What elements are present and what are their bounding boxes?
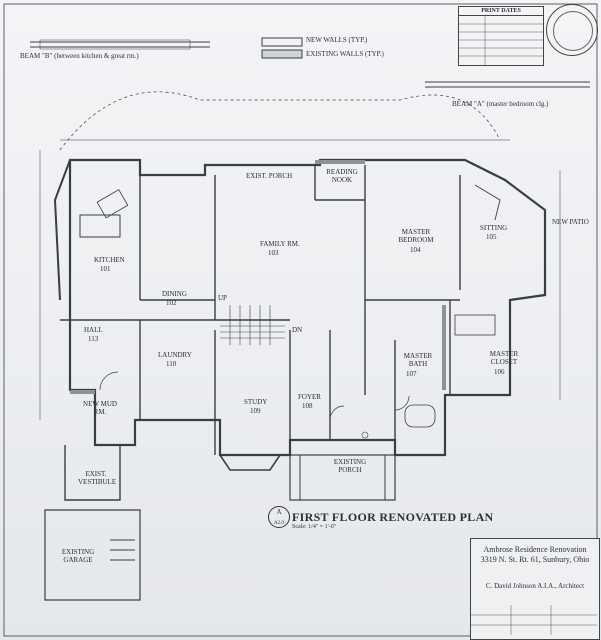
room-kitchen-number: 101 [100, 265, 111, 273]
room-dining-number: 102 [166, 299, 177, 307]
architect-seal [546, 4, 598, 56]
beam-a-label: BEAM "A" (master bedroom clg.) [452, 100, 549, 108]
room-family-rm: FAMILY RM. [260, 240, 300, 248]
title-block: Ambrose Residence Renovation 3319 N. St.… [470, 538, 600, 640]
beam-b-label: BEAM "B" (between kitchen & great rm.) [20, 52, 139, 60]
title-block-grid [471, 605, 597, 635]
room-master-bath-number: 107 [406, 370, 417, 378]
room-master-bath: MASTER BATH [403, 352, 433, 368]
room-laundry: LAUNDRY [158, 351, 192, 359]
room-master-closet: MASTER CLOSET [489, 350, 519, 366]
legend-existing-walls: EXISTING WALLS (TYP.) [306, 50, 384, 58]
room-hall: HALL [84, 326, 103, 334]
room-sitting-number: 105 [486, 233, 497, 241]
room-existing-porch: EXISTING PORCH [333, 458, 367, 474]
room-new-patio: NEW PATIO [552, 218, 589, 226]
room-study-number: 109 [250, 407, 261, 415]
room-master-bedroom: MASTER BEDROOM [398, 228, 434, 244]
room-dining: DINING [162, 290, 187, 298]
architect-name: C. David Johnson A.I.A., Architect [485, 582, 585, 590]
print-dates-table: PRINT DATES [458, 6, 544, 66]
legend-new-walls: NEW WALLS (TYP.) [306, 36, 368, 44]
room-family-rm-number: 103 [268, 249, 279, 257]
room-reading-nook: READING NOOK [326, 168, 358, 184]
detail-marker-sheet: A2.0 [274, 521, 284, 526]
room-new-mud-rm: NEW MUD RM. [83, 400, 117, 416]
room-laundry-number: 110 [166, 360, 177, 368]
room-exist-porch: EXIST. PORCH [246, 172, 293, 180]
room-sitting: SITTING [480, 224, 508, 232]
print-dates-grid [459, 16, 543, 66]
detail-marker-letter: A [276, 508, 282, 516]
project-address: 3319 N. St. Rt. 61, Sunbury, Ohio [480, 555, 590, 564]
room-foyer-number: 108 [302, 402, 313, 410]
stair-dn-label: DN [292, 326, 303, 334]
room-kitchen: KITCHEN [94, 256, 125, 264]
stair-up-label: UP [218, 294, 227, 302]
room-hall-number: 113 [88, 335, 99, 343]
room-exist-vestibule: EXIST. VESTIBULE [78, 470, 117, 486]
room-foyer: FOYER [298, 393, 321, 401]
project-name: Ambrose Residence Renovation [483, 545, 587, 554]
room-master-closet-number: 106 [494, 368, 505, 376]
print-dates-header: PRINT DATES [459, 7, 543, 16]
room-master-bedroom-number: 104 [410, 246, 421, 254]
detail-marker: A A2.0 [268, 506, 290, 528]
room-study: STUDY [244, 398, 268, 406]
drawing-title: FIRST FLOOR RENOVATED PLAN [292, 510, 494, 524]
room-existing-garage: EXISTING GARAGE [61, 548, 95, 564]
drawing-scale: Scale: 1/4" = 1'-0" [292, 524, 337, 530]
